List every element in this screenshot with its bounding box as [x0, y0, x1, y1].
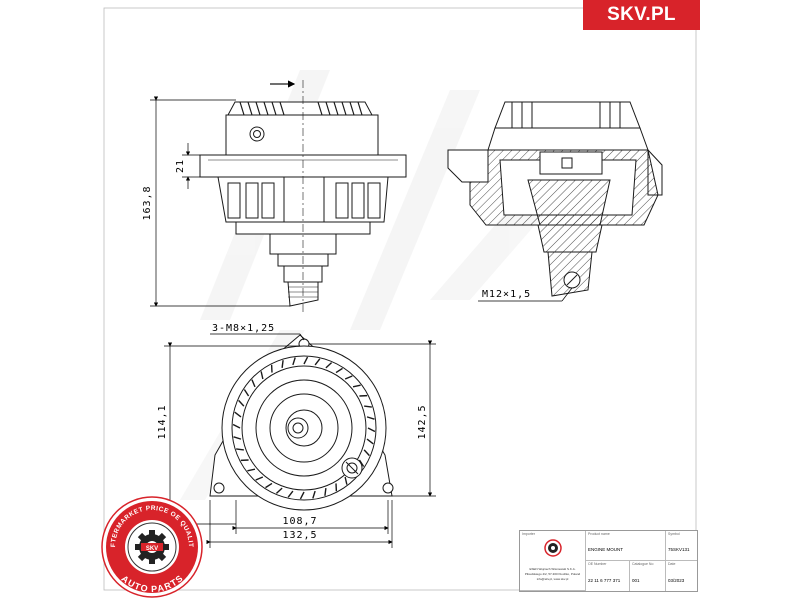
- ring-tooth: [236, 448, 244, 451]
- height-dimension-label: 163,8: [142, 185, 153, 220]
- ring-tooth: [281, 360, 284, 368]
- importer-label: Importer: [522, 532, 536, 536]
- catalog-number: 001: [632, 578, 640, 583]
- oe-label: OE Number: [588, 562, 607, 566]
- outer-height-label: 142,5: [417, 404, 428, 439]
- product-label: Product name: [588, 532, 610, 536]
- quality-seal: SKV AFTERMARKET PRICE OE QUALITY AUTO PA…: [101, 496, 203, 598]
- date-value: 03/2023: [668, 578, 685, 583]
- ring-tooth: [312, 490, 316, 499]
- catalog-label: Catalogue No: [632, 562, 654, 566]
- ring-tooth: [265, 482, 273, 489]
- ring-tooth: [243, 389, 250, 397]
- drawing-frame: [103, 7, 697, 591]
- symbol-cell: Symbol 75SKV131: [666, 531, 697, 561]
- company-name: ESEN Wojciech Wisniewski S.K.A.: [529, 567, 576, 571]
- date-cell: Date 03/2023: [666, 561, 697, 591]
- ring-tooth: [292, 357, 296, 366]
- catalog-cell: Catalogue No 001: [630, 561, 666, 591]
- ring-tooth: [363, 449, 370, 457]
- stud-thread-label: M12×1,5: [482, 289, 531, 300]
- title-block: Importer ESEN Wojciech Wisniewski S.K.A.…: [519, 530, 698, 592]
- oe-cell: OE Number 22 11 6 777 371: [586, 561, 630, 591]
- ring-tooth: [335, 367, 343, 374]
- front-dimensions: [150, 96, 290, 307]
- ring-tooth: [247, 468, 256, 472]
- ring-tooth: [303, 356, 309, 365]
- ring-tooth: [260, 371, 264, 380]
- oe-number: 22 11 6 777 371: [588, 578, 621, 583]
- ring-tooth: [275, 487, 283, 494]
- company-address: Pilsudskiego 4/2, 57-300 Klodzko, Poland: [524, 572, 581, 576]
- company-web: info@skv.pl, www.skv.pl: [536, 577, 569, 581]
- ring-tooth: [299, 491, 305, 500]
- section-view: [447, 101, 663, 297]
- ring-tooth: [251, 379, 256, 388]
- front-view: [199, 80, 407, 312]
- ring-tooth: [344, 476, 348, 485]
- holes-label: 3-M8×1,25: [212, 323, 275, 334]
- flange-thickness-label: 21: [175, 159, 186, 173]
- ring-tooth: [287, 490, 294, 498]
- stud-dimension: [478, 287, 573, 302]
- ring-tooth: [314, 358, 321, 366]
- product-name: ENGINE MOUNT: [588, 547, 624, 552]
- product-cell: Product name ENGINE MOUNT: [586, 531, 666, 561]
- ring-tooth: [352, 384, 361, 388]
- seal-center-text: SKV: [146, 546, 158, 552]
- company-logo-icon: [544, 539, 562, 557]
- ring-tooth: [233, 436, 242, 440]
- ring-tooth: [232, 423, 241, 429]
- ring-tooth: [324, 488, 327, 496]
- inner-height-label: 114,1: [157, 404, 168, 439]
- ring-tooth: [255, 476, 264, 481]
- ring-tooth: [234, 411, 242, 418]
- bottom-view: [209, 334, 394, 511]
- ring-tooth: [366, 438, 374, 445]
- cooling-fins: [239, 101, 363, 116]
- date-label: Date: [668, 562, 676, 566]
- outer-width-label: 132,5: [282, 530, 317, 541]
- symbol-label: Symbol: [668, 532, 680, 536]
- ring-tooth: [238, 399, 245, 407]
- inner-width-label: 108,7: [282, 516, 317, 527]
- ring-tooth: [367, 427, 376, 433]
- ring-tooth: [344, 375, 353, 380]
- ring-tooth: [366, 416, 375, 420]
- ring-tooth: [358, 459, 365, 467]
- ring-tooth: [325, 362, 333, 369]
- ring-tooth: [364, 405, 372, 408]
- symbol-value: 75SKV131: [668, 547, 690, 552]
- importer-cell: Importer ESEN Wojciech Wisniewski S.K.A.…: [520, 531, 586, 591]
- brand-logo: SKV.PL: [583, 0, 700, 30]
